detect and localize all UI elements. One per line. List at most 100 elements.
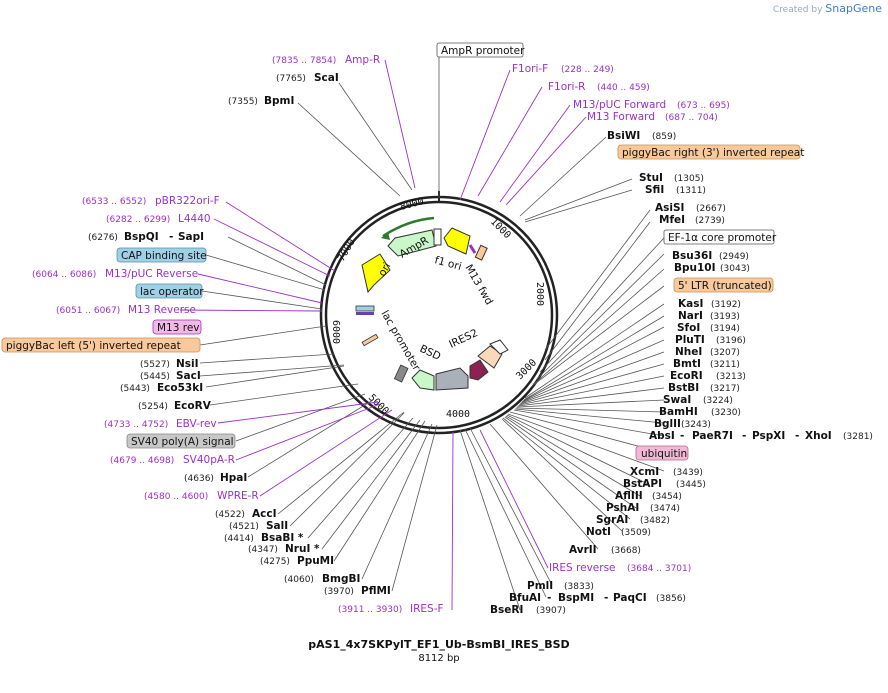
site-bamhi[interactable]: BamHI <box>659 406 698 418</box>
site-stui[interactable]: StuI <box>639 172 663 184</box>
ori-arrow[interactable] <box>361 253 391 294</box>
feature-box-pigybac-left[interactable] <box>1 337 201 353</box>
primer-m13-reverse-pos: (6051 .. 6067) <box>56 306 120 316</box>
site-avrii[interactable]: AvrII <box>569 544 597 556</box>
site-ppumi[interactable]: PpuMI <box>297 555 334 567</box>
primer-m13puc-reverse[interactable]: M13/pUC Reverse <box>105 268 198 280</box>
primer-wpre-r[interactable]: WPRE-R <box>217 490 259 502</box>
feature-box-ef1a[interactable] <box>663 229 775 245</box>
site-bsu36i[interactable]: Bsu36I <box>672 250 712 262</box>
site-bspmi[interactable]: BspMI <box>558 592 594 604</box>
site-sfoi[interactable]: SfoI <box>677 322 700 334</box>
site-paqci[interactable]: PaqCI <box>613 592 647 604</box>
site-bstbi[interactable]: BstBI <box>668 382 699 394</box>
site-bfuai[interactable]: BfuAI <box>509 592 541 604</box>
primer-m13-forward[interactable]: M13 Forward <box>587 111 655 123</box>
primer-sv40pa-r[interactable]: SV40pA-R <box>183 454 235 466</box>
feature-box-ampr-promoter[interactable] <box>436 42 524 58</box>
site-scai[interactable]: ScaI <box>314 72 339 84</box>
site-paer7i[interactable]: PaeR7I <box>692 430 733 442</box>
primer-ires-f[interactable]: IRES-F <box>410 603 444 615</box>
site-kasi[interactable]: KasI <box>678 298 703 310</box>
site-bpu10i[interactable]: Bpu10I <box>674 262 716 274</box>
site-bpmi[interactable]: BpmI <box>264 95 294 107</box>
site-hpai[interactable]: HpaI <box>220 472 247 484</box>
site-nari-pos: (3193) <box>710 312 740 322</box>
feature-box-m13rev[interactable] <box>152 319 202 335</box>
bsd-arrow[interactable] <box>411 369 435 391</box>
primer-l4440[interactable]: L4440 <box>178 213 211 225</box>
site-pflmi[interactable]: PflMI <box>361 585 391 597</box>
site-afliii[interactable]: AflIII <box>615 490 643 502</box>
label-m13fwd: M13 fwd <box>462 263 495 308</box>
primer-m13-reverse[interactable]: M13 Reverse <box>128 304 196 316</box>
feature-box-ltr5[interactable] <box>673 277 774 293</box>
site-bspqi[interactable]: BspQI <box>124 231 159 243</box>
f1ori-arrow[interactable] <box>443 227 471 255</box>
primer-pbr322ori-f[interactable]: pBR322ori-F <box>155 195 220 207</box>
site-bsiwi[interactable]: BsiWI <box>607 130 640 142</box>
pigybac-right-box[interactable] <box>474 244 488 261</box>
site-bseri[interactable]: BseRI <box>490 604 523 616</box>
site-bsabi[interactable]: BsaBI * <box>261 532 304 544</box>
site-eco53ki[interactable]: Eco53kI <box>157 382 203 394</box>
site-nsii[interactable]: NsiI <box>176 358 199 370</box>
site-sgrai-pos: (3482) <box>640 516 670 526</box>
feature-box-cap[interactable] <box>116 247 207 263</box>
site-nhei[interactable]: NheI <box>675 346 702 358</box>
primer-ires-reverse[interactable]: IRES reverse <box>549 562 616 574</box>
site-sali[interactable]: SalI <box>266 520 288 532</box>
site-bpmi-pos: (7355) <box>228 97 258 107</box>
site-absi[interactable]: AbsI <box>649 430 675 442</box>
site-sapi[interactable]: SapI <box>178 231 204 243</box>
site-ecori[interactable]: EcoRI <box>670 370 703 382</box>
site-xhoi[interactable]: XhoI <box>805 430 832 442</box>
plasmid-title: pAS1_4x7SKPylT_EF1_Ub-BsmBI_IRES_BSD <box>308 638 569 651</box>
feature-box-pigybac-right[interactable] <box>617 144 801 160</box>
ltr-block[interactable] <box>489 339 509 355</box>
site-xcmi[interactable]: XcmI <box>630 466 659 478</box>
site-bmgbi[interactable]: BmgBI <box>322 573 360 585</box>
site-ecorv[interactable]: EcoRV <box>174 400 212 412</box>
primer-m13puc-forward[interactable]: M13/pUC Forward <box>573 99 666 111</box>
site-mfei[interactable]: MfeI <box>659 214 685 226</box>
site-sfii[interactable]: SfiI <box>645 184 664 196</box>
ampr-promoter-box[interactable] <box>433 228 442 246</box>
feature-box-lac-operator[interactable] <box>135 283 203 299</box>
site-bstapi[interactable]: BstAPI <box>623 478 662 490</box>
site-bpu10i-pos: (3043) <box>720 264 750 274</box>
primer-ebv-rev[interactable]: EBV-rev <box>176 418 217 430</box>
primer-amp-r[interactable]: Amp-R <box>345 54 380 66</box>
site-bseri-pos: (3907) <box>536 606 566 616</box>
site-pshai[interactable]: PshAI <box>606 502 639 514</box>
site-pspxi[interactable]: PspXI <box>752 430 785 442</box>
site-saci[interactable]: SacI <box>176 370 201 382</box>
sv40-box[interactable] <box>393 364 409 383</box>
site-bspqi-dash: - <box>169 231 173 243</box>
site-pflmi-pos: (3970) <box>324 587 354 597</box>
lac-op-box[interactable] <box>356 312 374 315</box>
pigybac-left-box[interactable] <box>361 333 379 347</box>
site-asisi[interactable]: AsiSI <box>655 202 684 214</box>
site-sgrai[interactable]: SgrAI <box>596 514 628 526</box>
ubiquitin-block[interactable] <box>469 359 489 381</box>
site-bmti[interactable]: BmtI <box>673 358 701 370</box>
site-pluti[interactable]: PluTI <box>675 334 705 346</box>
site-swai[interactable]: SwaI <box>663 394 691 406</box>
site-pmli[interactable]: PmlI <box>527 580 553 592</box>
site-bfuai-pos: (3856) <box>656 594 686 604</box>
site-bglii[interactable]: BglII <box>654 418 681 430</box>
ires2-arrow[interactable] <box>435 367 469 391</box>
primer-f1ori-f[interactable]: F1ori-F <box>512 63 548 75</box>
primer-ires-reverse-pos: (3684 .. 3701) <box>627 564 691 574</box>
site-noti[interactable]: NotI <box>586 526 611 538</box>
feature-box-sv40[interactable] <box>126 433 236 449</box>
site-nari[interactable]: NarI <box>678 310 703 322</box>
primer-f1ori-r[interactable]: F1ori-R <box>548 81 585 93</box>
plasmid-length: 8112 bp <box>418 653 459 664</box>
cap-site-box[interactable] <box>355 305 375 312</box>
ef1a-block[interactable] <box>477 345 503 369</box>
site-nrui[interactable]: NruI * <box>285 543 320 555</box>
feature-box-ubiquitin[interactable] <box>635 445 689 461</box>
site-acci[interactable]: AccI <box>252 508 276 520</box>
